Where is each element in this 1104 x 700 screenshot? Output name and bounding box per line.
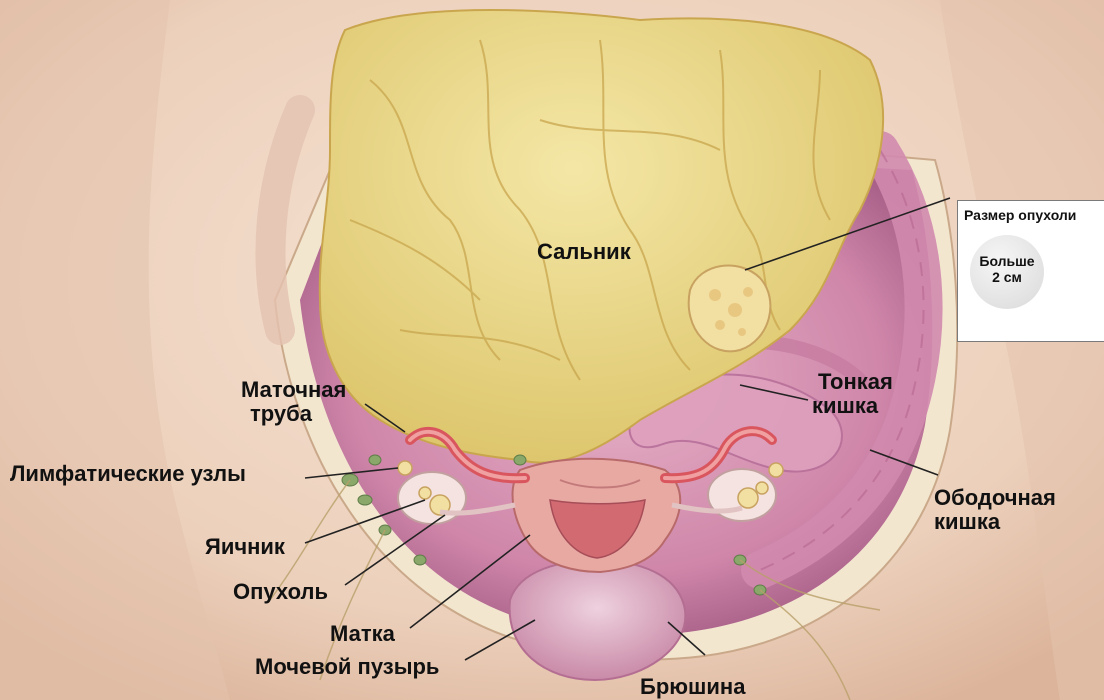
inset-size-line1: Больше (970, 253, 1044, 269)
label-ovary: Яичник (205, 535, 285, 559)
label-peritoneum: Брюшина (640, 675, 745, 699)
label-fallopian-tube-line1: Маточная (241, 378, 346, 402)
label-small-intestine-line1: Тонкая (818, 370, 893, 394)
label-small-intestine-line2: кишка (812, 394, 878, 418)
tumor-size-inset: Размер опухоли Больше 2 см (957, 200, 1104, 342)
label-uterus: Матка (330, 622, 395, 646)
inset-title: Размер опухоли (964, 207, 1076, 223)
label-colon-line2: кишка (934, 510, 1000, 534)
label-lymph-nodes: Лимфатические узлы (10, 462, 246, 486)
label-bladder: Мочевой пузырь (255, 655, 439, 679)
inset-size-text: Больше 2 см (970, 253, 1044, 285)
label-fallopian-tube-line2: труба (250, 402, 312, 426)
label-colon-line1: Ободочная (934, 486, 1056, 510)
label-omentum: Сальник (537, 240, 631, 264)
inset-size-line2: 2 см (970, 269, 1044, 285)
label-tumor: Опухоль (233, 580, 328, 604)
